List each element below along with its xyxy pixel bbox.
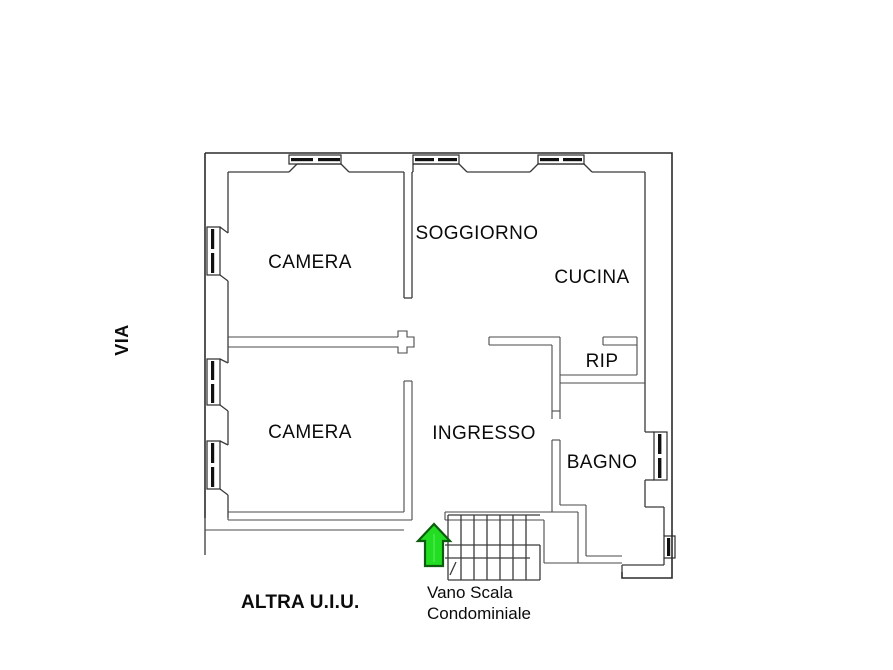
window-top-2 — [412, 154, 460, 165]
interior-partitions — [205, 330, 645, 564]
stairwell-label-line1: Vano Scala — [427, 583, 513, 602]
room-label-camera-nord: CAMERA — [268, 252, 352, 273]
door-right-1 — [663, 535, 676, 559]
window-left-3 — [206, 440, 221, 490]
room-label-ingresso: INGRESSO — [432, 423, 536, 444]
window-top-3 — [537, 154, 585, 165]
stairwell-steps — [445, 514, 541, 581]
entrance-arrow — [415, 522, 453, 568]
room-label-camera-sud: CAMERA — [268, 422, 352, 443]
room-label-soggiorno: SOGGIORNO — [416, 223, 539, 244]
window-right-1 — [653, 431, 668, 481]
window-left-1 — [206, 226, 221, 276]
street-label-via: VIA — [112, 324, 132, 356]
label-altra-uiu: ALTRA U.I.U. — [241, 592, 360, 613]
room-label-rip: RIP — [586, 351, 619, 372]
exterior-walls — [204, 152, 673, 579]
room-label-bagno: BAGNO — [567, 452, 638, 473]
window-top-1 — [288, 154, 342, 165]
room-label-cucina: CUCINA — [554, 267, 629, 288]
window-left-2 — [206, 358, 221, 406]
stairwell-label-line2: Condominiale — [427, 604, 531, 623]
